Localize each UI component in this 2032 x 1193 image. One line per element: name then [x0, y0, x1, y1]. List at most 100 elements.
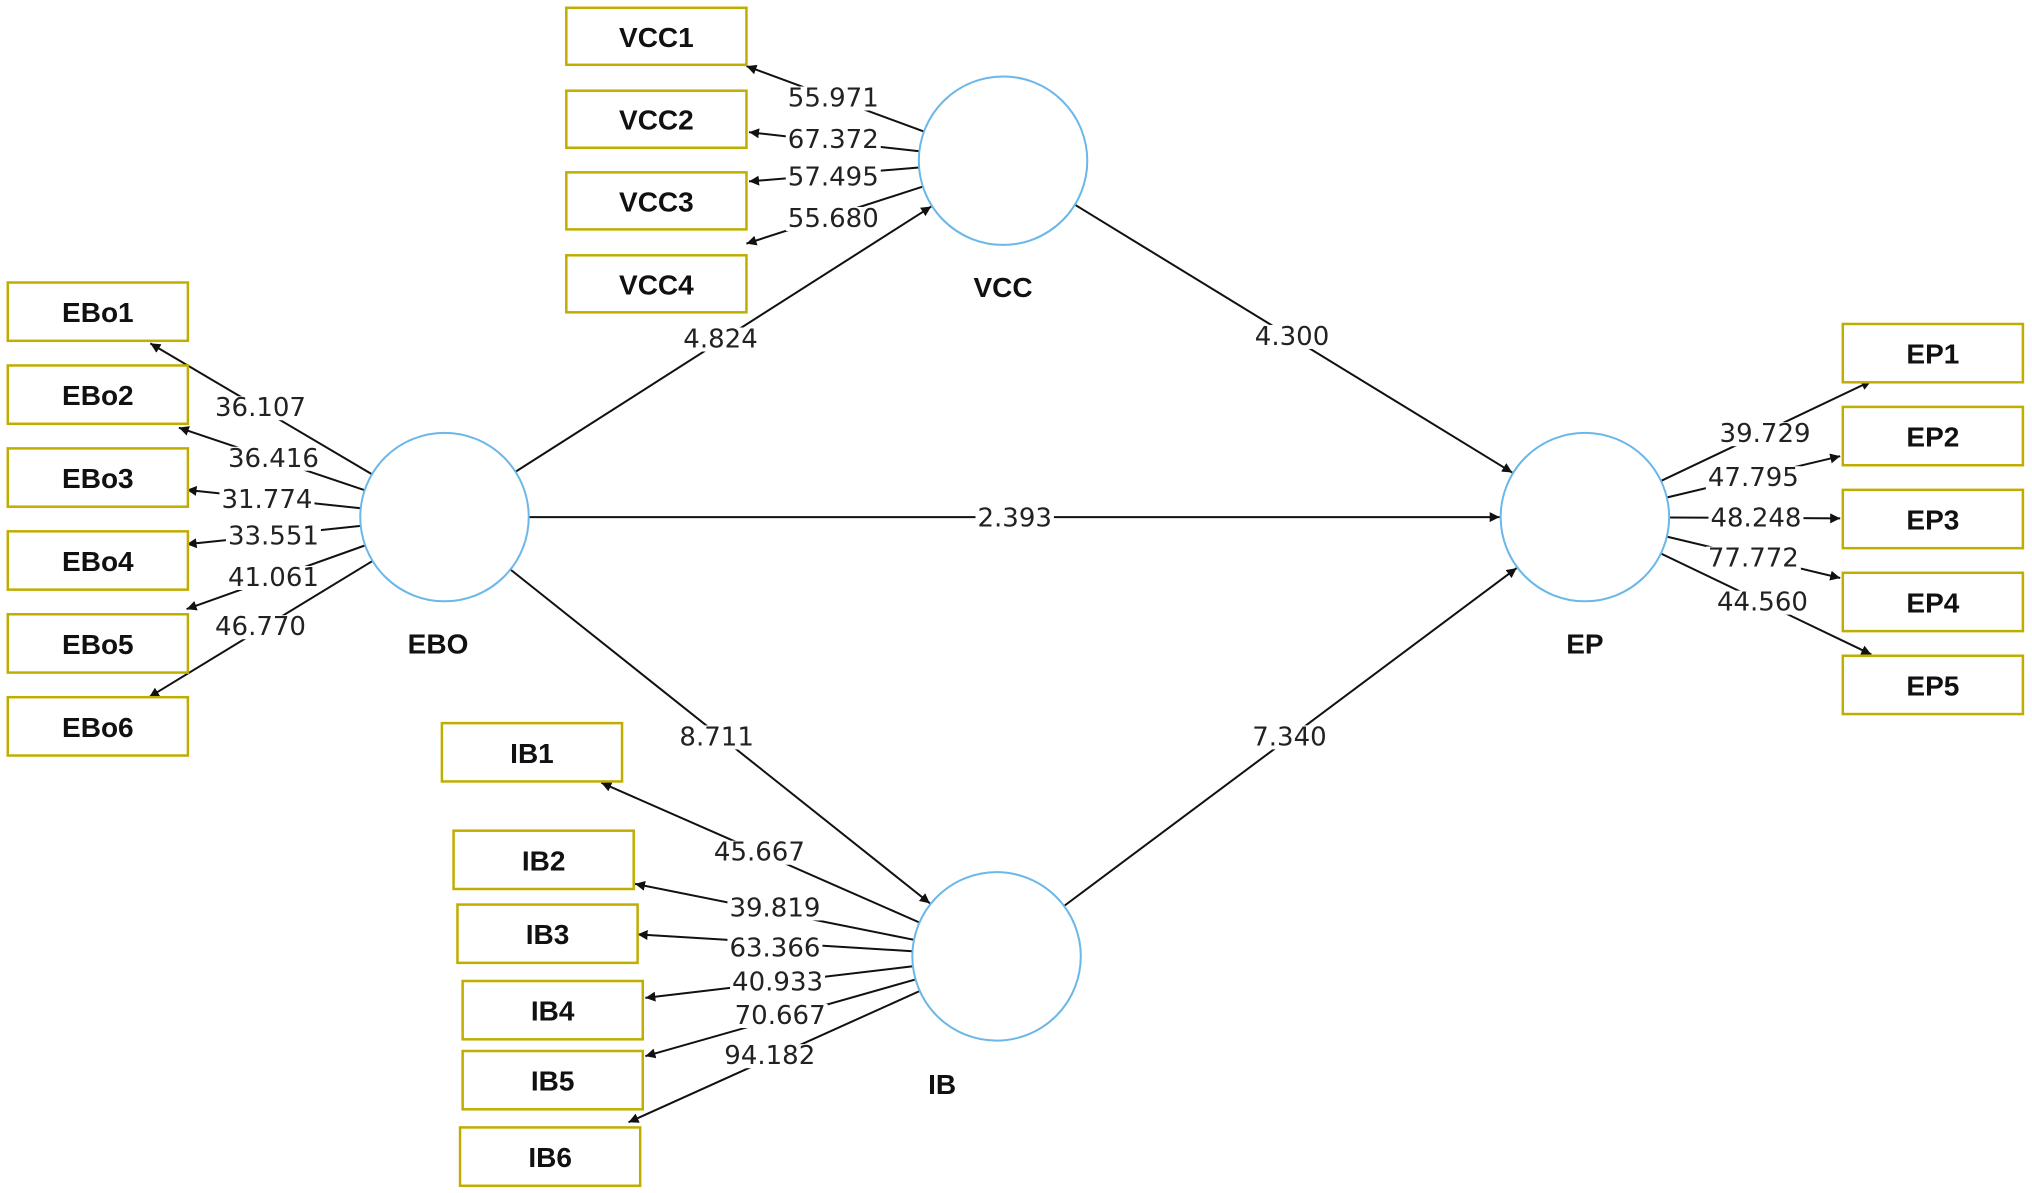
loading-value-ib2: 39.819	[727, 893, 823, 923]
path-coefficient-ebo-ep-background	[975, 506, 1054, 531]
indicator-ib3[interactable]: IB3	[456, 903, 639, 965]
indicator-box	[456, 903, 639, 965]
loading-value-ebo6: 46.770	[212, 612, 308, 642]
loading-value-ep1-text: 39.729	[1720, 419, 1811, 449]
loading-value-ebo1-background	[212, 396, 308, 421]
loading-value-vcc1-background	[785, 86, 881, 111]
loading-value-ebo1: 36.107	[212, 393, 308, 423]
indicator-box	[1841, 405, 2025, 467]
indicator-ib4[interactable]: IB4	[461, 979, 645, 1041]
indicator-ebo2[interactable]: EBo2	[6, 364, 190, 426]
loading-value-ebo2: 36.416	[225, 444, 321, 474]
path-coefficient-ebo-vcc: 4.824	[681, 325, 760, 355]
path-coefficient-ib-ep-background	[1250, 725, 1329, 750]
indicator-box	[6, 364, 190, 426]
indicator-ebo3[interactable]: EBo3	[6, 447, 190, 508]
indicator-label: EBo5	[62, 629, 134, 660]
indicator-label: VCC4	[619, 269, 694, 300]
indicator-ib6[interactable]: IB6	[458, 1126, 642, 1188]
indicator-box	[440, 721, 624, 783]
indicator-ebo4[interactable]: EBo4	[6, 530, 190, 591]
indicator-box	[452, 829, 635, 891]
loading-value-ib6-text: 94.182	[724, 1041, 815, 1071]
loading-value-vcc2: 67.372	[785, 125, 881, 155]
loading-value-vcc2-background	[785, 127, 881, 152]
construct-label: EBO	[408, 629, 469, 660]
loading-value-ib4-text: 40.933	[732, 967, 823, 997]
construct-ib[interactable]: IB	[911, 871, 1082, 1100]
indicator-ebo1[interactable]: EBo1	[6, 281, 190, 343]
indicator-box	[461, 979, 645, 1041]
construct-circle	[359, 431, 530, 603]
indicator-box	[1841, 322, 2025, 384]
indicator-label: VCC2	[619, 105, 694, 136]
loading-value-ep3-text: 48.248	[1710, 503, 1801, 533]
path-coefficient-ib-ep-text: 7.340	[1252, 722, 1326, 752]
loading-value-ep4-text: 77.772	[1708, 544, 1799, 574]
loading-value-ep2-background	[1705, 466, 1801, 491]
indicator-vcc1[interactable]: VCC1	[565, 6, 748, 67]
loading-value-ep1-background	[1717, 422, 1813, 447]
loading-value-ebo6-background	[212, 615, 308, 640]
indicator-vcc2[interactable]: VCC2	[565, 89, 748, 149]
indicator-label: EBo4	[62, 546, 134, 577]
loading-value-ebo2-background	[225, 446, 321, 471]
loading-value-ep4-background	[1705, 546, 1801, 571]
indicator-box	[1841, 654, 2025, 716]
loading-value-ib1: 45.667	[711, 838, 807, 868]
indicator-label: EBo6	[62, 712, 134, 743]
loading-value-vcc1-text: 55.971	[788, 83, 879, 113]
loading-value-ep3-background	[1708, 506, 1804, 531]
loading-value-ep5-text: 44.560	[1717, 588, 1808, 618]
indicator-box	[6, 281, 190, 343]
loading-value-ep5: 44.560	[1714, 588, 1810, 618]
loading-value-ib1-text: 45.667	[714, 838, 805, 868]
indicator-ib1[interactable]: IB1	[440, 721, 624, 783]
nodes-layer: VCC1VCC2VCC3VCC4EBo1EBo2EBo3EBo4EBo5EBo6…	[6, 6, 2025, 1188]
loading-value-vcc3-background	[785, 165, 881, 190]
path-coefficient-ebo-vcc-background	[681, 327, 760, 352]
indicator-label: EP4	[1906, 587, 1959, 618]
loading-value-ib5: 70.667	[732, 1001, 828, 1031]
path-coefficient-vcc-ep: 4.300	[1252, 322, 1332, 352]
indicator-ep4[interactable]: EP4	[1841, 571, 2025, 633]
construct-label: IB	[928, 1069, 956, 1100]
construct-ep[interactable]: EP	[1499, 431, 1671, 660]
indicator-vcc4[interactable]: VCC4	[565, 254, 748, 314]
indicator-label: IB2	[522, 845, 566, 876]
loading-value-ib5-background	[732, 1004, 828, 1028]
loading-value-ib5-text: 70.667	[735, 1001, 826, 1031]
construct-circle	[1499, 431, 1671, 603]
loading-value-ep5-background	[1714, 590, 1810, 615]
loading-value-vcc2-text: 67.372	[788, 125, 879, 155]
indicator-ib5[interactable]: IB5	[461, 1049, 645, 1111]
indicator-ep2[interactable]: EP2	[1841, 405, 2025, 467]
indicator-box	[6, 447, 190, 508]
indicator-ebo5[interactable]: EBo5	[6, 613, 190, 674]
indicator-box	[1841, 488, 2025, 550]
indicator-ebo6[interactable]: EBo6	[6, 695, 190, 757]
loading-value-ebo2-text: 36.416	[228, 444, 319, 474]
indicator-ib2[interactable]: IB2	[452, 829, 635, 891]
indicator-label: EBo3	[62, 463, 134, 494]
indicator-ep5[interactable]: EP5	[1841, 654, 2025, 716]
path-coefficient-ebo-ib: 8.711	[677, 722, 756, 752]
indicator-ep1[interactable]: EP1	[1841, 322, 2025, 384]
indicator-label: EBo1	[62, 297, 134, 328]
path-coefficient-vcc-ep-text: 4.300	[1255, 322, 1329, 352]
indicator-box	[6, 695, 190, 757]
loading-value-vcc1: 55.971	[785, 83, 881, 113]
indicator-ep3[interactable]: EP3	[1841, 488, 2025, 550]
loading-value-vcc4-text: 55.680	[788, 204, 879, 234]
loading-value-ebo1-text: 36.107	[215, 393, 306, 423]
loading-value-ebo4-background	[225, 524, 321, 549]
construct-label: EP	[1566, 629, 1603, 660]
construct-ebo[interactable]: EBO	[359, 431, 530, 660]
loading-value-ebo3-text: 31.774	[221, 485, 312, 515]
indicator-box	[565, 89, 748, 149]
construct-vcc[interactable]: VCC	[917, 75, 1089, 303]
loading-value-ib3-text: 63.366	[729, 934, 820, 964]
loading-value-ebo6-text: 46.770	[215, 612, 306, 642]
indicator-vcc3[interactable]: VCC3	[565, 171, 748, 231]
